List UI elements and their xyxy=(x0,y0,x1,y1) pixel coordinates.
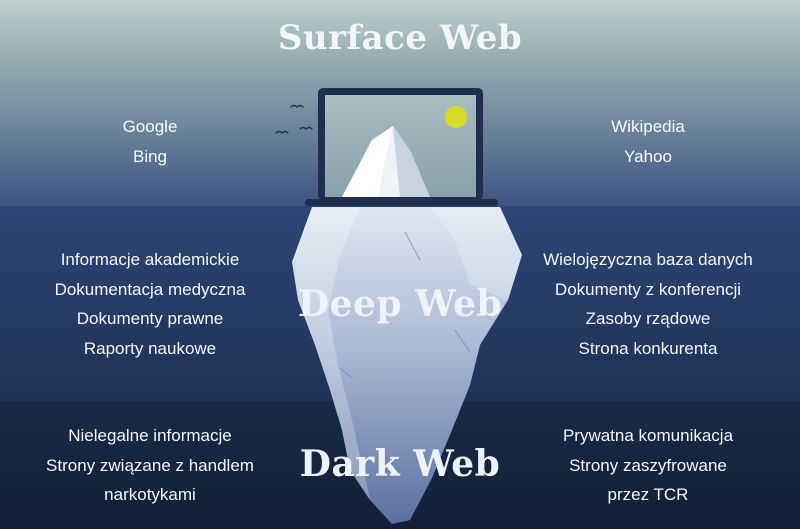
list-item: Zasoby rządowe xyxy=(585,309,711,328)
laptop-icon xyxy=(305,88,498,206)
surface-web-title: Surface Web xyxy=(277,18,523,58)
deep-web-title: Deep Web xyxy=(297,283,503,325)
list-item: narkotykami xyxy=(104,485,196,504)
list-item: Informacje akademickie xyxy=(60,250,240,269)
dark-web-left-list: Nielegalne informacje Strony związane z … xyxy=(20,421,280,510)
list-item: Wielojęzyczna baza danych xyxy=(543,250,753,269)
surface-web-left-list: Google Bing xyxy=(20,112,280,171)
list-item: Yahoo xyxy=(624,146,672,166)
sun-icon xyxy=(445,106,467,128)
iceberg-icon xyxy=(292,207,522,524)
list-item: Strony związane z handlem xyxy=(46,455,254,475)
list-item: przez TCR xyxy=(607,485,689,504)
dark-web-title: Dark Web xyxy=(299,443,501,485)
surface-web-right-list: Wikipedia Yahoo xyxy=(518,112,778,171)
list-item: Google xyxy=(122,117,178,136)
deep-web-right-list: Wielojęzyczna baza danych Dokumenty z ko… xyxy=(518,245,778,363)
bird-icon xyxy=(275,130,289,134)
list-item: Nielegalne informacje xyxy=(68,426,232,445)
list-item: Dokumenty prawne xyxy=(76,309,224,328)
list-item: Raporty naukowe xyxy=(83,338,217,358)
list-item: Dokumenty z konferencji xyxy=(554,279,742,299)
list-item: Strona konkurenta xyxy=(578,338,718,358)
list-item: Prywatna komunikacja xyxy=(562,426,734,445)
list-item: Wikipedia xyxy=(611,117,685,136)
list-item: Bing xyxy=(132,146,168,166)
dark-web-right-list: Prywatna komunikacja Strony zaszyfrowane… xyxy=(518,421,778,510)
list-item: Strony zaszyfrowane xyxy=(569,455,727,475)
bird-icon xyxy=(290,104,304,108)
list-item: Dokumentacja medyczna xyxy=(54,279,246,299)
deep-web-left-list: Informacje akademickie Dokumentacja medy… xyxy=(20,245,280,363)
bird-icon xyxy=(299,126,313,130)
